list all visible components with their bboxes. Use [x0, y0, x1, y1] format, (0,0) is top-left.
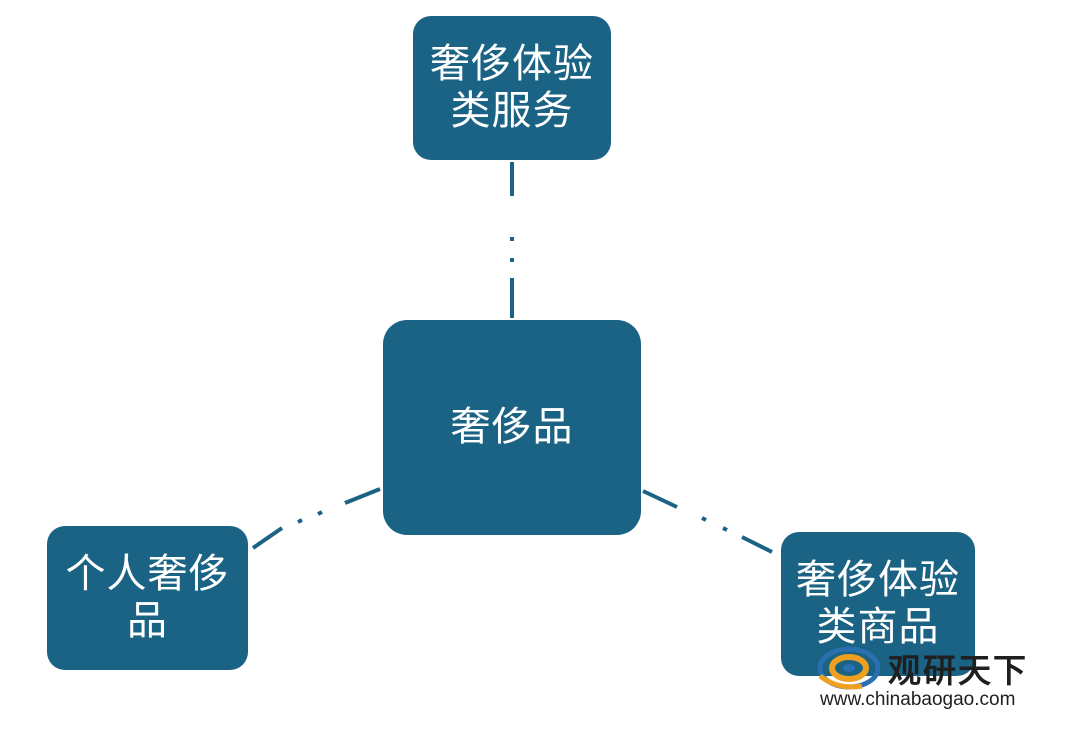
- watermark: 观研天下 www.chinabaogao.com: [818, 640, 1058, 720]
- watermark-title: 观研天下: [888, 651, 1028, 690]
- brand-logo-icon: [818, 646, 880, 690]
- node-left-line-2: 品: [127, 598, 168, 644]
- node-right-line-1: 奢侈体验: [796, 556, 960, 603]
- connector-left: [251, 487, 381, 550]
- node-left-line-1: 个人奢侈: [65, 550, 230, 597]
- connector-right: [642, 489, 773, 554]
- node-top-line-2: 类服务: [450, 88, 574, 134]
- node-right-line-2: 类商品: [816, 604, 940, 650]
- watermark-url: www.chinabaogao.com: [820, 689, 1016, 710]
- node-personal-luxury-goods: 个人奢侈 品: [47, 526, 248, 670]
- node-center-label: 奢侈品: [450, 403, 574, 450]
- node-top-line-1: 奢侈体验: [430, 40, 594, 87]
- node-luxury-experience-goods: 奢侈体验 类商品: [781, 532, 975, 676]
- node-luxury-goods: 奢侈品: [383, 320, 641, 535]
- node-luxury-experience-services: 奢侈体验 类服务: [413, 16, 611, 160]
